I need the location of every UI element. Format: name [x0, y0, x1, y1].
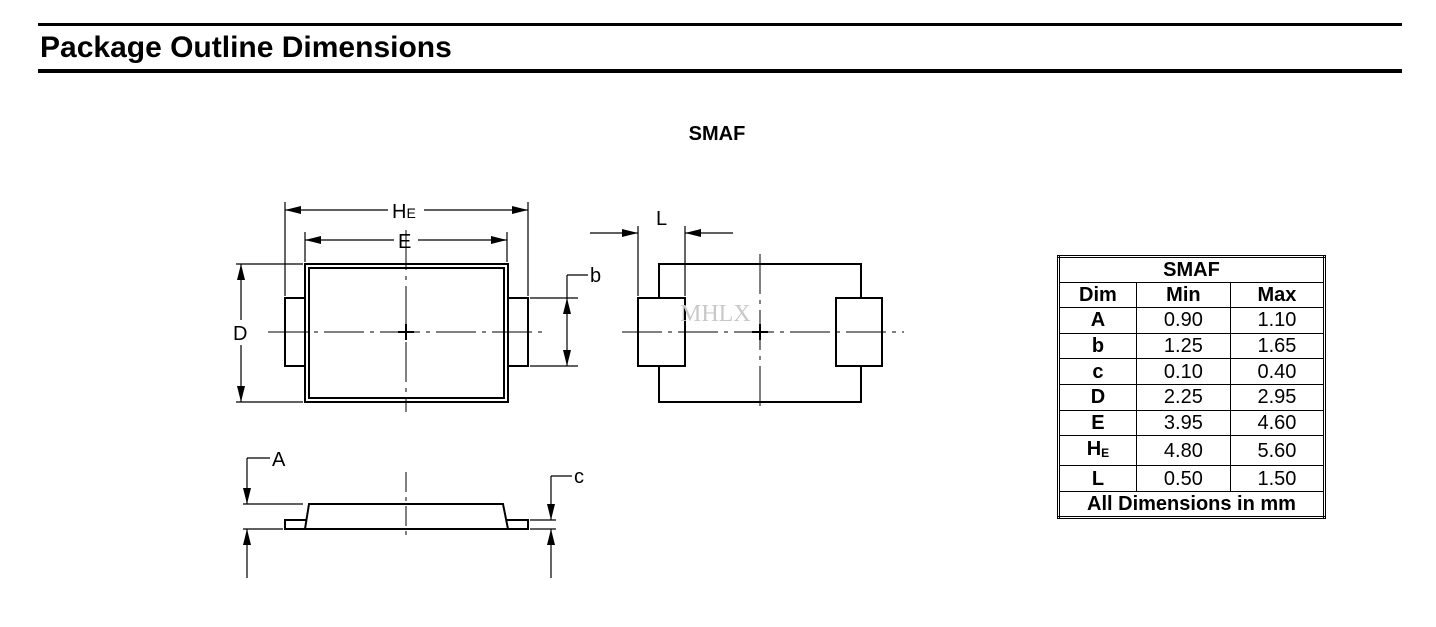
dimension-table-title-row: SMAF	[1058, 256, 1325, 283]
table-cell-min: 2.25	[1135, 384, 1231, 411]
table-cell-max: 2.95	[1229, 384, 1326, 411]
table-cell-dim-symbol: c	[1092, 360, 1104, 383]
dimension-a-label: A	[272, 449, 286, 471]
table-cell-dim: D	[1058, 384, 1137, 411]
table-cell-dim: E	[1058, 409, 1137, 437]
dimension-a	[243, 457, 303, 578]
table-cell-max: 4.60	[1229, 409, 1326, 437]
table-cell-dim-symbol: D	[1090, 386, 1106, 409]
table-cell-max: 1.50	[1229, 465, 1326, 492]
header-rule-top	[38, 23, 1402, 26]
dimension-b-label: b	[590, 265, 601, 287]
drawing-title: SMAF	[688, 123, 746, 145]
table-cell-max: 5.60	[1229, 435, 1326, 467]
table-cell-min: 4.80	[1135, 435, 1231, 467]
table-cell-dim-symbol: A	[1090, 309, 1106, 332]
header-rule-bottom	[38, 69, 1402, 73]
dimension-he	[284, 202, 529, 296]
section-title: Package Outline Dimensions	[40, 31, 452, 64]
dimension-table-footer: All Dimensions in mm	[1058, 491, 1325, 518]
table-cell-min: 1.25	[1135, 332, 1231, 360]
dimension-he-label: HE	[392, 201, 416, 223]
table-cell-dim-symbol: b	[1091, 335, 1105, 358]
table-cell-dim: HE	[1058, 435, 1137, 467]
table-cell-max: 1.10	[1229, 307, 1326, 334]
table-cell-dim: b	[1058, 332, 1137, 360]
table-cell-max: 0.40	[1229, 358, 1326, 386]
table-cell-min: 0.50	[1135, 465, 1231, 492]
table-cell-min: 0.90	[1135, 307, 1231, 334]
table-cell-dim-symbol: E	[1091, 412, 1105, 435]
dimension-table-header-dim: Dim	[1058, 282, 1137, 308]
dimension-b	[530, 274, 588, 367]
dimension-d-label: D	[233, 323, 247, 345]
dimension-e-label: E	[398, 231, 411, 253]
dimension-table-title: SMAF	[1058, 256, 1325, 283]
dimension-table-header-min: Min	[1135, 282, 1231, 308]
table-cell-max: 1.65	[1229, 332, 1326, 360]
dimension-d	[236, 263, 303, 403]
table-cell-min: 3.95	[1135, 409, 1231, 437]
dimension-c-label: c	[574, 466, 584, 488]
dimension-l-label: L	[656, 208, 667, 230]
dimension-e	[304, 232, 508, 262]
table-cell-dim-subscript: E	[1101, 445, 1110, 460]
table-cell-dim: A	[1058, 307, 1137, 334]
table-cell-dim: L	[1058, 465, 1137, 492]
side-view	[284, 472, 529, 540]
watermark: MHLX	[680, 301, 751, 327]
bottom-view	[622, 254, 904, 412]
table-cell-dim-symbol: L	[1091, 467, 1105, 490]
dimension-table-footer-row: All Dimensions in mm	[1058, 491, 1325, 518]
table-cell-dim: c	[1058, 358, 1137, 386]
dimension-c	[530, 475, 572, 578]
table-cell-min: 0.10	[1135, 358, 1231, 386]
dimension-l	[590, 226, 733, 296]
table-cell-dim-symbol: H	[1086, 437, 1102, 460]
top-view	[268, 230, 548, 412]
dimension-table-header-max: Max	[1229, 282, 1326, 308]
dimension-table-header-row: Dim Min Max	[1058, 282, 1326, 308]
